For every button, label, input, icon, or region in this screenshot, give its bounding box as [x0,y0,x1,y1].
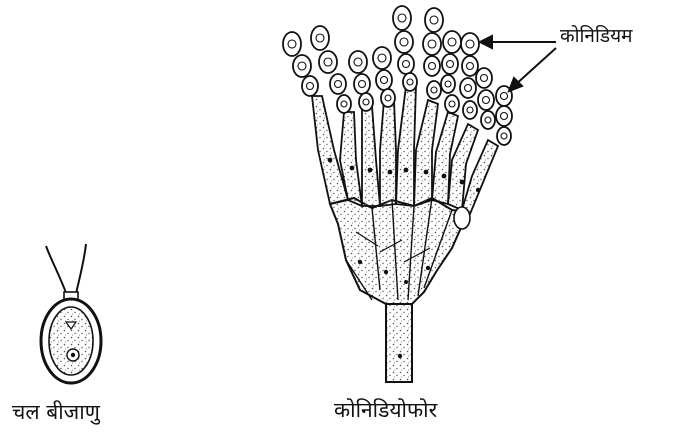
zoospore-figure [41,244,101,383]
flagellum-right [75,244,86,298]
zoospore-cytoplasm [49,307,93,375]
flagellum-left [46,246,68,298]
conidiophore-label: कोनिडियोफोर [334,396,437,424]
conidium-label: कोनिडियम [560,22,632,48]
zoospore-label: चल बीजाणु [12,398,100,426]
conidiophore-stipe [386,304,412,382]
metulae-cluster [330,198,468,304]
conidiophore-figure [283,6,512,382]
